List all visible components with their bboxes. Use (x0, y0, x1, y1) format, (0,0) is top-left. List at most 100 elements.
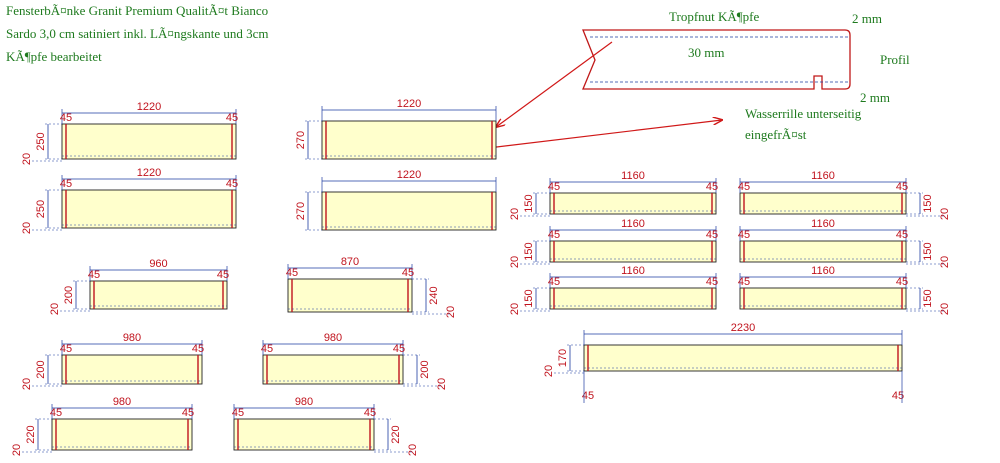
head-dim-right: 45 (226, 112, 238, 124)
depth-label: 270 (295, 131, 307, 149)
width-label: 980 (295, 396, 313, 408)
tropfnut-label: Tropfnut KÃ¶pfe (669, 9, 760, 24)
head-dim-left: 45 (60, 178, 72, 190)
depth-label: 150 (922, 242, 934, 260)
depth-label: 150 (922, 289, 934, 307)
sill-panel (321, 120, 497, 160)
head-dim-right: 45 (706, 181, 718, 193)
head-dim-right: 45 (217, 269, 229, 281)
sill-panel (549, 287, 717, 310)
nose-label: 20 (939, 303, 951, 315)
width-label: 1160 (811, 170, 835, 182)
head-dim-left: 45 (286, 267, 298, 279)
width-label: 1160 (811, 218, 835, 230)
sill-piece: 1220 270 (295, 98, 497, 160)
nose-label: 20 (939, 208, 951, 220)
title-line-1: FensterbÃ¤nke Granit Premium QualitÃ¤t B… (6, 3, 269, 18)
width-label: 1220 (137, 101, 161, 113)
depth-label: 200 (63, 286, 75, 304)
nose-label: 20 (445, 306, 457, 318)
nose-label: 20 (509, 303, 521, 315)
head-dim-left: 45 (60, 112, 72, 124)
sill-panel (89, 280, 228, 310)
depth-label: 150 (922, 194, 934, 212)
head-dim-right: 45 (364, 407, 376, 419)
sill-piece: 1220 270 (295, 169, 497, 231)
width-label: 1220 (397, 169, 421, 181)
nose-label: 20 (939, 256, 951, 268)
width-label: 1220 (137, 167, 161, 179)
depth-label: 200 (35, 360, 47, 378)
depth-label: 220 (25, 425, 37, 443)
sill-panel (739, 192, 907, 215)
depth-label: 150 (523, 242, 535, 260)
depth-label: 170 (557, 349, 569, 367)
sill-panel (549, 240, 717, 263)
head-dim-right: 45 (182, 407, 194, 419)
head-dim-right: 45 (226, 178, 238, 190)
depth-label: 250 (35, 132, 47, 150)
sill-panel (739, 287, 907, 310)
depth-label: 270 (295, 202, 307, 220)
nose-label: 20 (21, 153, 33, 165)
sill-panel (233, 418, 375, 451)
sill-piece: 1160 45 45 150 20 (738, 218, 951, 268)
profile-top-dim: 2 mm (852, 11, 882, 26)
nose-label: 20 (436, 378, 448, 390)
profile-sketch (582, 29, 851, 90)
head-dim-left: 45 (50, 407, 62, 419)
nose-label: 20 (509, 208, 521, 220)
head-dim-left: 45 (88, 269, 100, 281)
wasserrille-label-2: eingefrÃ¤st (745, 127, 807, 142)
head-dim-right: 45 (706, 276, 718, 288)
head-dim-left: 45 (548, 276, 560, 288)
head-dim-left: 45 (232, 407, 244, 419)
sill-panel (61, 189, 237, 229)
sill-panel (583, 344, 903, 372)
head-dim-right: 45 (896, 276, 908, 288)
head-dim-right: 45 (896, 229, 908, 241)
head-dim-right: 45 (892, 390, 904, 402)
head-dim-left: 45 (548, 181, 560, 193)
sill-panel (51, 418, 193, 451)
depth-label: 220 (390, 425, 402, 443)
head-dim-right: 45 (192, 343, 204, 355)
width-label: 1220 (397, 98, 421, 110)
sill-panel (739, 240, 907, 263)
head-dim-left: 45 (738, 229, 750, 241)
sill-piece: 1160 45 45 150 20 (738, 170, 951, 220)
width-label: 980 (113, 396, 131, 408)
sill-panel (549, 192, 717, 215)
wasserrille-label-1: Wasserrille unterseitig (745, 106, 862, 121)
head-dim-right: 45 (896, 181, 908, 193)
title-line-2: Sardo 3,0 cm satiniert inkl. LÃ¤ngskante… (6, 26, 269, 41)
profil-label: Profil (880, 52, 910, 67)
head-dim-left: 45 (261, 343, 273, 355)
profile-bottom-dim: 2 mm (860, 90, 890, 105)
width-label: 870 (341, 256, 359, 268)
head-dim-left: 45 (60, 343, 72, 355)
width-label: 1160 (811, 265, 835, 277)
sill-panel (321, 191, 497, 231)
head-dim-right: 45 (393, 343, 405, 355)
head-dim-left: 45 (738, 181, 750, 193)
profile-thickness: 30 mm (688, 45, 725, 60)
width-label: 1160 (621, 170, 645, 182)
sill-panel (262, 354, 404, 385)
width-label: 960 (149, 258, 167, 270)
nose-label: 20 (509, 256, 521, 268)
width-label: 1160 (621, 218, 645, 230)
head-dim-left: 45 (582, 390, 594, 402)
